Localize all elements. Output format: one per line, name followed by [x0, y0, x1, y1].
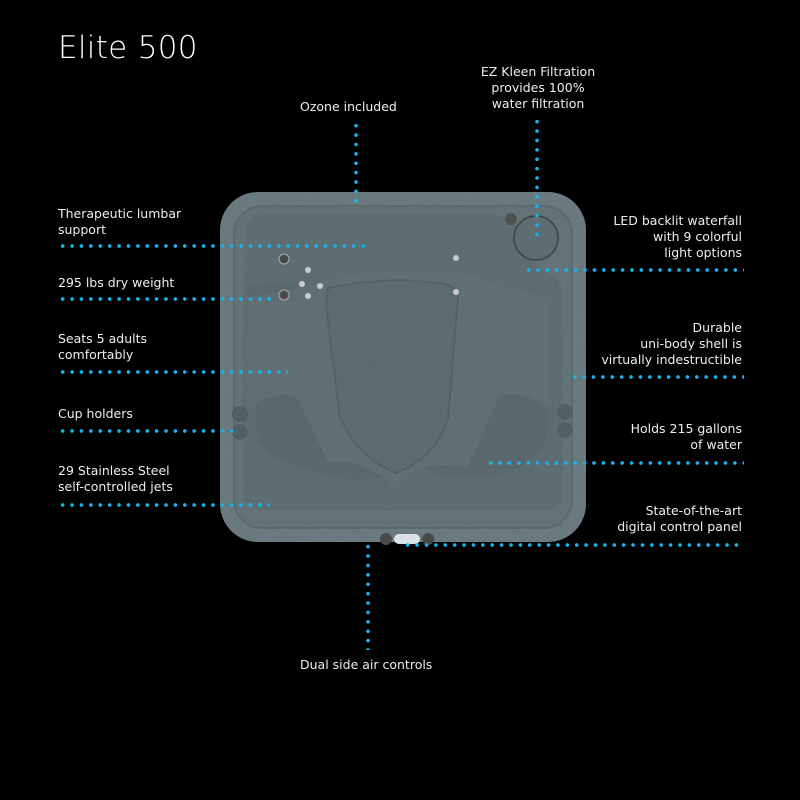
callout-waterfall-line: with 9 colorful — [653, 229, 742, 244]
callout-gallons-line: Holds 215 gallons — [630, 421, 742, 436]
callout-lumbar: Therapeutic lumbar support — [58, 206, 181, 238]
callout-air-controls: Dual side air controls — [300, 657, 433, 672]
callout-jets-line: self-controlled jets — [58, 479, 173, 494]
callout-shell-line: virtually indestructible — [601, 352, 742, 367]
callout-filtration: EZ Kleen Filtration provides 100% water … — [470, 64, 606, 112]
callout-shell-line: Durable — [692, 320, 742, 335]
callout-lumbar-line: support — [58, 222, 106, 237]
callout-waterfall-line: light options — [664, 245, 742, 260]
callout-jets-line: 29 Stainless Steel — [58, 463, 170, 478]
leader-air-controls — [366, 542, 370, 650]
callout-cup-holders: Cup holders — [58, 406, 133, 421]
callout-control-panel-line: State-of-the-art — [645, 503, 742, 518]
callout-shell-line: uni-body shell is — [640, 336, 742, 351]
product-title: Elite 500 — [58, 30, 198, 66]
callout-shell: Durable uni-body shell is virtually inde… — [601, 320, 742, 368]
callout-lumbar-line: Therapeutic lumbar — [58, 206, 182, 221]
hot-tub-image — [220, 192, 586, 545]
callout-jets: 29 Stainless Steel self-controlled jets — [58, 463, 173, 495]
callout-waterfall: LED backlit waterfall with 9 colorful li… — [613, 213, 742, 261]
callout-gallons: Holds 215 gallons of water — [631, 421, 742, 453]
callout-gallons-line: of water — [690, 437, 742, 452]
callout-seats: Seats 5 adults comfortably — [58, 331, 147, 363]
leader-cup-holders — [58, 429, 234, 433]
callout-filtration-line: EZ Kleen Filtration — [480, 64, 596, 79]
callout-filtration-line: water filtration — [491, 96, 585, 111]
leader-shell — [570, 375, 744, 379]
callout-ozone: Ozone included — [300, 99, 397, 114]
callout-weight: 295 lbs dry weight — [58, 275, 175, 290]
callout-control-panel-line: digital control panel — [617, 519, 742, 534]
callout-seats-line: comfortably — [58, 347, 134, 362]
callout-seats-line: Seats 5 adults — [58, 331, 148, 346]
callout-control-panel: State-of-the-art digital control panel — [617, 503, 742, 535]
callout-filtration-line: provides 100% — [491, 80, 585, 95]
callout-waterfall-line: LED backlit waterfall — [613, 213, 742, 228]
